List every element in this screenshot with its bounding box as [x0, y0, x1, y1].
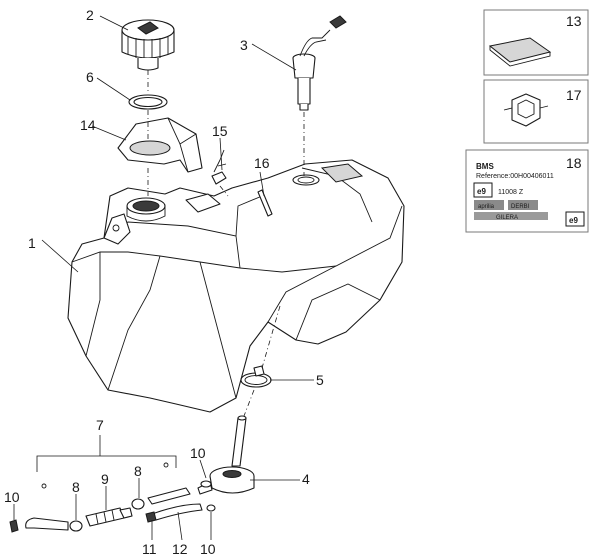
- callout-1: 1: [28, 235, 36, 251]
- small-clamps: [9, 480, 216, 533]
- corner-mark-frame: [565, 211, 585, 227]
- leader-lines: [13, 15, 314, 541]
- part-18-label-card: BMS Reference:00H00406011 e9 11008 Z apr…: [465, 149, 589, 233]
- brand2-plate: [508, 200, 538, 210]
- hose-clips: [69, 498, 145, 532]
- callout-8a: 8: [72, 479, 80, 495]
- fuel-level-sender: [292, 15, 347, 111]
- callout-9: 9: [101, 471, 109, 487]
- callout-3: 3: [240, 37, 248, 53]
- card-line2: Reference:00H00406011: [476, 173, 554, 180]
- card-brand2: DERBI: [511, 204, 530, 210]
- splash-guard: [117, 117, 203, 173]
- callout-10b: 10: [190, 445, 206, 461]
- o-ring: [128, 94, 168, 110]
- inline-fuel-filter: [85, 507, 133, 527]
- tee-fitting: [145, 511, 157, 523]
- fuel-tank: [67, 159, 405, 413]
- card-brand1: aprilia: [478, 204, 495, 210]
- callout-16: 16: [254, 155, 270, 171]
- e9-mark-frame: [473, 182, 493, 198]
- hose-kit: [25, 435, 203, 531]
- callout-4: 4: [302, 471, 310, 487]
- card-code: 11008 Z: [498, 189, 524, 196]
- callout-6: 6: [86, 69, 94, 85]
- part-17-box: [483, 79, 589, 144]
- callout-17: 17: [566, 87, 582, 103]
- brand3-plate: [474, 212, 548, 220]
- part-13-box: [483, 9, 589, 76]
- fuel-tap: [197, 415, 255, 495]
- card-brand3: GILERA: [496, 215, 518, 221]
- callout-7: 7: [96, 417, 104, 433]
- brand1-plate: [474, 200, 504, 210]
- card-corner-mark: e9: [569, 216, 578, 225]
- card-line1: BMS: [476, 162, 494, 171]
- assembly-axes: [147, 70, 305, 417]
- hose-clamp-large: [240, 365, 272, 388]
- callout-labels: 1 2 3 4 5 6 7 8 8 9 10 10 10 11 12 13 14…: [4, 7, 582, 557]
- callout-11: 11: [142, 541, 157, 557]
- callout-2: 2: [86, 7, 94, 23]
- callout-18: 18: [566, 155, 582, 171]
- callout-10a: 10: [4, 489, 20, 505]
- callout-8b: 8: [134, 463, 142, 479]
- callout-10c: 10: [200, 541, 216, 557]
- callout-14: 14: [80, 117, 96, 133]
- callout-15: 15: [212, 123, 228, 139]
- card-mark: e9: [477, 187, 486, 196]
- vent-tube: [257, 189, 273, 217]
- vent-fitting: [211, 149, 227, 185]
- callout-13: 13: [566, 13, 582, 29]
- callout-5: 5: [316, 372, 324, 388]
- filler-cap: [121, 19, 175, 71]
- callout-12: 12: [172, 541, 188, 557]
